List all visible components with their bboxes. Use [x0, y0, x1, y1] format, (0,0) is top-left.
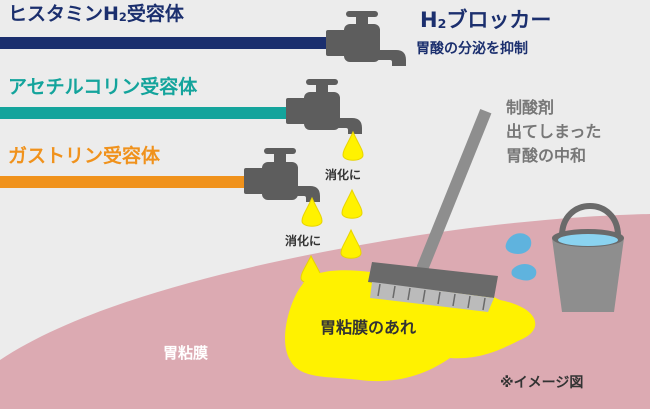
acid-drop [301, 196, 323, 227]
digestion-label: 消化に [285, 234, 322, 248]
acid-drop [341, 188, 363, 219]
acid-drop [342, 130, 364, 161]
gastrin-receptor-bar [0, 176, 246, 188]
faucet-icon-gastrin [244, 148, 320, 202]
antacid-line-3: 胃酸の中和 [506, 146, 587, 165]
mop-icon [368, 108, 498, 312]
acetylcholine-receptor-label: アセチルコリン受容体 [8, 76, 198, 98]
faucet-icon-h2 [326, 11, 406, 66]
gastric-mucosa-label: 胃粘膜 [163, 344, 209, 362]
gastrin-receptor-label: ガストリン受容体 [8, 145, 161, 167]
faucet-icon-acetylcholine [286, 79, 362, 134]
water-splash [511, 264, 537, 281]
h2-receptor-bar [0, 37, 328, 49]
h2-receptor-label: ヒスタミンH2受容体 [8, 3, 184, 25]
digestion-label: 消化に [325, 168, 362, 182]
bucket-icon [552, 203, 624, 312]
antacid-line-2: 出てしまった [506, 122, 602, 141]
image-note: ※イメージ図 [500, 375, 584, 391]
antacid-line-1: 制酸剤 [506, 98, 555, 117]
h2-blocker-description: 胃酸の分泌を抑制 [416, 41, 528, 57]
acetylcholine-receptor-bar [0, 107, 288, 119]
h2-blocker-title: H2ブロッカー [420, 8, 552, 32]
water-splash [505, 233, 532, 254]
mucosal-erosion-label: 胃粘膜のあれ [320, 318, 417, 337]
antacid-label: 制酸剤 出てしまった 胃酸の中和 [506, 96, 646, 168]
acid-drop [340, 228, 362, 259]
